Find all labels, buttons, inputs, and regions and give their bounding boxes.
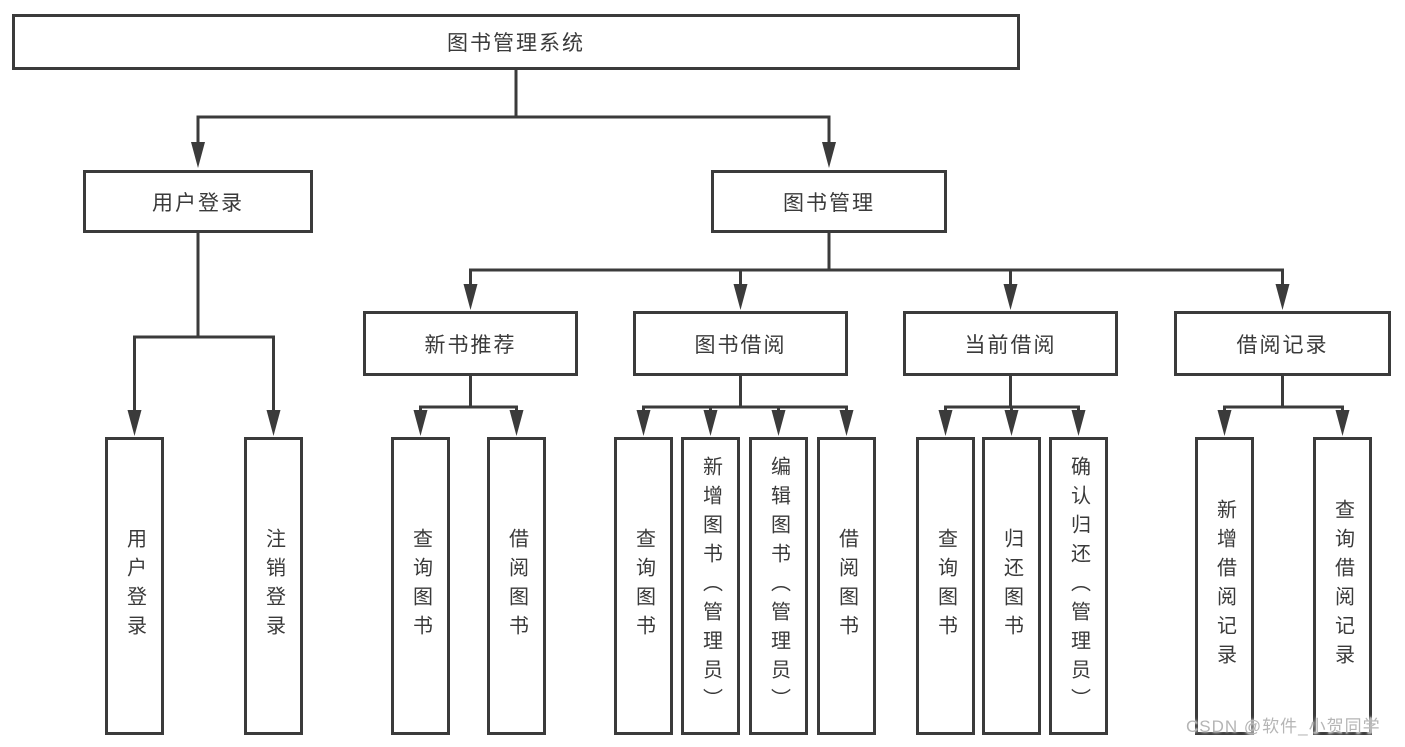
leaf-newbook-borrow-books: 借阅图书 xyxy=(487,437,546,735)
arrowheads xyxy=(127,142,1350,436)
node-borrow-records-label: 借阅记录 xyxy=(1236,333,1329,357)
leaf-current-query-books: 查询图书 xyxy=(916,437,975,735)
csdn-watermark: CSDN @软件_小贺同学 xyxy=(1186,717,1381,736)
node-book-borrow-label: 图书借阅 xyxy=(694,333,787,357)
leaf-borrow-edit-books-admin: 编辑图书（管理员） xyxy=(749,437,808,735)
arrow-down-icon xyxy=(636,410,651,436)
connector-current-to-leaves xyxy=(944,376,1080,414)
leaf-borrow-add-books-admin-label: 新增图书（管理员） xyxy=(699,455,722,717)
node-current-borrow: 当前借阅 xyxy=(903,311,1118,376)
leaf-borrow-borrow-books: 借阅图书 xyxy=(817,437,876,735)
arrow-down-icon xyxy=(127,410,142,436)
leaf-borrow-edit-books-admin-label: 编辑图书（管理员） xyxy=(767,455,790,717)
connector-newbook-to-leaves xyxy=(419,376,518,414)
arrow-down-icon xyxy=(1003,284,1018,310)
node-book-management-label: 图书管理 xyxy=(783,191,875,215)
arrow-down-icon xyxy=(1335,410,1350,436)
leaf-logout: 注销登录 xyxy=(244,437,303,735)
arrow-down-icon xyxy=(703,410,718,436)
leaf-current-confirm-return-admin: 确认归还（管理员） xyxy=(1049,437,1108,735)
leaf-user-login: 用户登录 xyxy=(105,437,164,735)
leaf-current-return-books: 归还图书 xyxy=(982,437,1041,735)
leaf-borrow-query-books: 查询图书 xyxy=(614,437,673,735)
node-user-login: 用户登录 xyxy=(83,170,313,233)
connector-login-to-leaves xyxy=(133,233,275,414)
connector-records-to-leaves xyxy=(1223,376,1344,414)
leaf-newbook-query-books-label: 查询图书 xyxy=(409,528,432,644)
leaf-borrow-add-books-admin: 新增图书（管理员） xyxy=(681,437,740,735)
arrow-down-icon xyxy=(191,142,205,168)
leaf-current-return-books-label: 归还图书 xyxy=(1000,528,1023,644)
arrow-down-icon xyxy=(463,284,478,310)
connector-root-to-level2 xyxy=(196,69,831,147)
leaf-user-login-label: 用户登录 xyxy=(123,528,146,644)
arrow-down-icon xyxy=(1217,410,1232,436)
arrow-down-icon xyxy=(266,410,281,436)
arrow-down-icon xyxy=(771,410,786,436)
arrow-down-icon xyxy=(1071,410,1086,436)
node-borrow-records: 借阅记录 xyxy=(1174,311,1391,376)
arrow-down-icon xyxy=(822,142,836,168)
node-root-system: 图书管理系统 xyxy=(12,14,1020,70)
leaf-records-add-record-label: 新增借阅记录 xyxy=(1213,499,1236,673)
arrow-down-icon xyxy=(839,410,854,436)
arrow-down-icon xyxy=(509,410,524,436)
node-user-login-label: 用户登录 xyxy=(152,191,244,215)
arrow-down-icon xyxy=(1004,410,1019,436)
leaf-records-query-record-label: 查询借阅记录 xyxy=(1331,499,1354,673)
leaf-borrow-query-books-label: 查询图书 xyxy=(632,528,655,644)
leaf-current-query-books-label: 查询图书 xyxy=(934,528,957,644)
connector-borrow-to-leaves xyxy=(642,376,848,414)
arrow-down-icon xyxy=(938,410,953,436)
leaf-newbook-query-books: 查询图书 xyxy=(391,437,450,735)
arrow-down-icon xyxy=(733,284,748,310)
node-new-book-recommend-label: 新书推荐 xyxy=(424,333,517,357)
leaf-current-confirm-return-admin-label: 确认归还（管理员） xyxy=(1067,455,1090,717)
node-root-label: 图书管理系统 xyxy=(447,32,585,55)
node-new-book-recommend: 新书推荐 xyxy=(363,311,578,376)
connector-mgmt-to-level3 xyxy=(469,233,1284,289)
node-book-borrow: 图书借阅 xyxy=(633,311,848,376)
leaf-records-query-record: 查询借阅记录 xyxy=(1313,437,1372,735)
leaf-newbook-borrow-books-label: 借阅图书 xyxy=(505,528,528,644)
leaf-logout-label: 注销登录 xyxy=(262,528,285,644)
leaf-borrow-borrow-books-label: 借阅图书 xyxy=(835,528,858,644)
arrow-down-icon xyxy=(413,410,428,436)
node-current-borrow-label: 当前借阅 xyxy=(964,333,1057,357)
node-book-management: 图书管理 xyxy=(711,170,947,233)
arrow-down-icon xyxy=(1275,284,1290,310)
leaf-records-add-record: 新增借阅记录 xyxy=(1195,437,1254,735)
